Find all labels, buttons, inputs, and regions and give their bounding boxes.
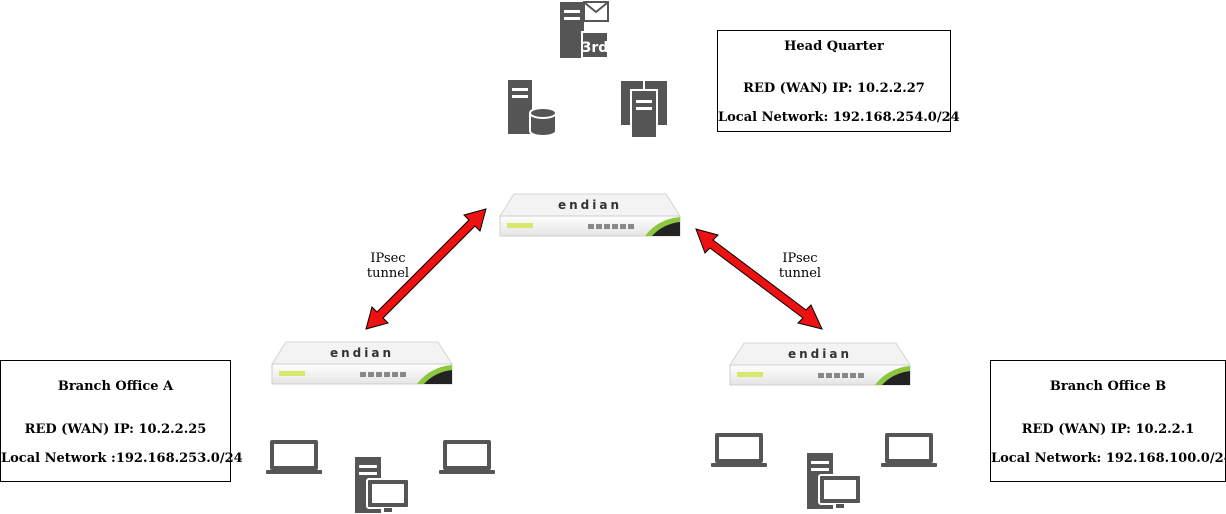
- desktop-computer-icon: [355, 457, 410, 513]
- branch-b-wan-ip: RED (WAN) IP: 10.2.2.1: [1021, 422, 1195, 437]
- branch-a-title: Branch Office A: [57, 379, 174, 394]
- appliance-brand-label: endian: [558, 198, 622, 212]
- laptop-icon: [711, 433, 767, 467]
- laptop-icon: [439, 440, 495, 474]
- server-cluster-icon: [619, 79, 669, 139]
- branch-a-local-network: Local Network :192.168.253.0/24: [1, 451, 243, 466]
- ipsec-tunnel-arrow-right: [695, 228, 823, 330]
- desktop-computer-icon: [807, 453, 862, 509]
- branch-b-title: Branch Office B: [1049, 379, 1167, 394]
- mail-server-icon: 3rd: [560, 1, 609, 59]
- hq-wan-ip: RED (WAN) IP: 10.2.2.27: [743, 81, 925, 96]
- branch-b-local-network: Local Network: 192.168.100.0/24: [991, 451, 1226, 466]
- laptop-icon: [266, 440, 322, 474]
- hq-info-box: Head Quarter RED (WAN) IP: 10.2.2.27 Loc…: [717, 30, 960, 132]
- laptop-icon: [881, 433, 937, 467]
- branch-b-appliance: endian: [729, 342, 911, 386]
- tunnel-label-left: IPsec tunnel: [353, 251, 423, 281]
- branch-a-info-box: Branch Office A RED (WAN) IP: 10.2.2.25 …: [0, 360, 243, 482]
- hq-local-network: Local Network: 192.168.254.0/24: [718, 110, 960, 125]
- branch-a-wan-ip: RED (WAN) IP: 10.2.2.25: [24, 422, 207, 437]
- tunnel-label-line: IPsec: [370, 251, 406, 266]
- server-badge-label: 3rd: [582, 40, 609, 56]
- branch-a-appliance: endian: [271, 341, 453, 385]
- tunnel-label-line: IPsec: [782, 251, 818, 266]
- hq-title: Head Quarter: [784, 39, 884, 54]
- appliance-brand-label: endian: [788, 347, 852, 361]
- tunnel-label-line: tunnel: [778, 266, 822, 281]
- ipsec-tunnel-arrow-left: [365, 208, 487, 330]
- tunnel-label-line: tunnel: [366, 266, 410, 281]
- tunnel-label-right: IPsec tunnel: [765, 251, 835, 281]
- hq-appliance: endian: [499, 193, 681, 237]
- database-server-icon: [508, 80, 557, 137]
- appliance-brand-label: endian: [330, 346, 394, 360]
- branch-b-info-box: Branch Office B RED (WAN) IP: 10.2.2.1 L…: [990, 360, 1226, 482]
